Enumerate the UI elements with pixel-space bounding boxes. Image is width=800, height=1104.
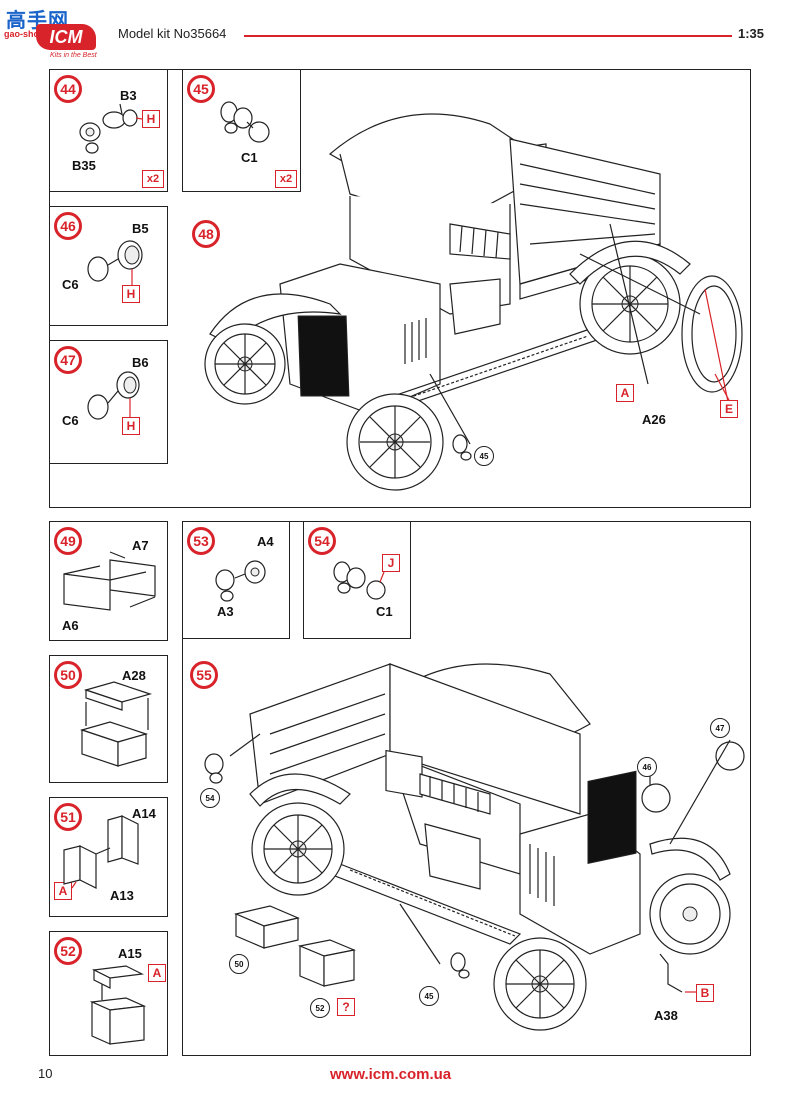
part-label-c6: C6: [62, 277, 79, 292]
step-52-panel: 52 A15 A: [49, 931, 168, 1056]
part-label-a4: A4: [257, 534, 274, 549]
headlamp-drawing: [87, 240, 143, 285]
ref-step-45: 45: [419, 986, 439, 1006]
page-number: 10: [38, 1066, 53, 1081]
header-rule: [244, 35, 732, 37]
step-number: 48: [192, 220, 220, 248]
icm-tagline: Kits in the Best: [50, 52, 97, 59]
paint-tag: H: [122, 417, 140, 435]
step-number: 46: [54, 212, 82, 240]
step-45-panel: 45 C1 x2: [182, 69, 301, 192]
ref-step-47: 47: [710, 718, 730, 738]
step-number: 53: [187, 527, 215, 555]
step-48-area: 48: [182, 206, 742, 501]
paint-tag: H: [142, 110, 160, 128]
ref-step-50: 50: [229, 954, 249, 974]
lamp-bracket-drawing: [79, 103, 143, 154]
step-55-number: 55: [190, 661, 218, 689]
part-label-b5: B5: [132, 221, 149, 236]
multiplier-tag: x2: [275, 170, 297, 188]
lamp-lens-drawing: [220, 101, 270, 143]
model-kit-title: Model kit No35664: [118, 26, 227, 41]
step-50-panel: 50 A28: [49, 655, 168, 783]
box-lid-drawing: [79, 681, 153, 767]
paint-tag: A: [54, 882, 72, 900]
part-label-a38: A38: [654, 1008, 678, 1023]
step-54-panel: 54 C1 J: [303, 521, 411, 639]
part-label-a26: A26: [642, 412, 666, 427]
paint-tag: A: [148, 964, 166, 982]
step-number: 45: [187, 75, 215, 103]
part-label-b35: B35: [72, 158, 96, 173]
icm-logo: ICM: [36, 24, 96, 50]
ref-step-54: 54: [200, 788, 220, 808]
truck-rear-view-drawing: [204, 113, 743, 491]
part-label-a15: A15: [118, 946, 142, 961]
step-53-panel: 53 A4 A3: [182, 521, 290, 639]
truck-front-view-drawing: [204, 663, 745, 1031]
paint-tag-question: ?: [337, 998, 355, 1016]
step-number: 54: [308, 527, 336, 555]
ref-step-52: 52: [310, 998, 330, 1018]
battery-box-drawing: [89, 965, 147, 1045]
part-label-a7: A7: [132, 538, 149, 553]
part-label-a6: A6: [62, 618, 79, 633]
step-number: 49: [54, 527, 82, 555]
paint-tag: H: [122, 285, 140, 303]
headlamp-drawing: [87, 371, 140, 420]
part-label-a3: A3: [217, 604, 234, 619]
part-label-a14: A14: [132, 806, 156, 821]
paint-tag: J: [382, 554, 400, 572]
step-44-panel: 44 B3 B35 H x2: [49, 69, 168, 192]
step-51-panel: 51 A14 A13 A: [49, 797, 168, 917]
step-number: 47: [54, 346, 82, 374]
part-label-a28: A28: [122, 668, 146, 683]
paint-tag-a: A: [616, 384, 634, 402]
step-number: 50: [54, 661, 82, 689]
step-number: 52: [54, 937, 82, 965]
paint-tag-b: B: [696, 984, 714, 1002]
step-47-panel: 47 B6 C6 H: [49, 340, 168, 464]
part-label-a13: A13: [110, 888, 134, 903]
part-label-c1: C1: [376, 604, 393, 619]
toolbox-drawing: [63, 551, 156, 611]
icm-logo-text: ICM: [49, 26, 83, 47]
step-46-panel: 46 B5 C6 H: [49, 206, 168, 326]
step-number: 44: [54, 75, 82, 103]
bracket-drawing: [63, 815, 139, 889]
ref-step-46: 46: [637, 757, 657, 777]
ref-step-45: 45: [474, 446, 494, 466]
step-number: 51: [54, 803, 82, 831]
part-label-c6: C6: [62, 413, 79, 428]
multiplier-tag: x2: [142, 170, 164, 188]
watermark-site: gao-shou.com: [4, 29, 66, 39]
header: 高手网 gao-shou.com ICM Kits in the Best Mo…: [0, 0, 800, 64]
part-label-c1: C1: [241, 150, 258, 165]
part-label-b6: B6: [132, 355, 149, 370]
part-label-b3: B3: [120, 88, 137, 103]
paint-tag-e: E: [720, 400, 738, 418]
lamp-bracket-drawing: [215, 560, 266, 602]
lamp-lens-drawing: [333, 561, 386, 600]
scale-label: 1:35: [738, 26, 765, 41]
website-link[interactable]: www.icm.com.ua: [330, 1066, 452, 1083]
step-49-panel: 49 A7 A6: [49, 521, 168, 641]
